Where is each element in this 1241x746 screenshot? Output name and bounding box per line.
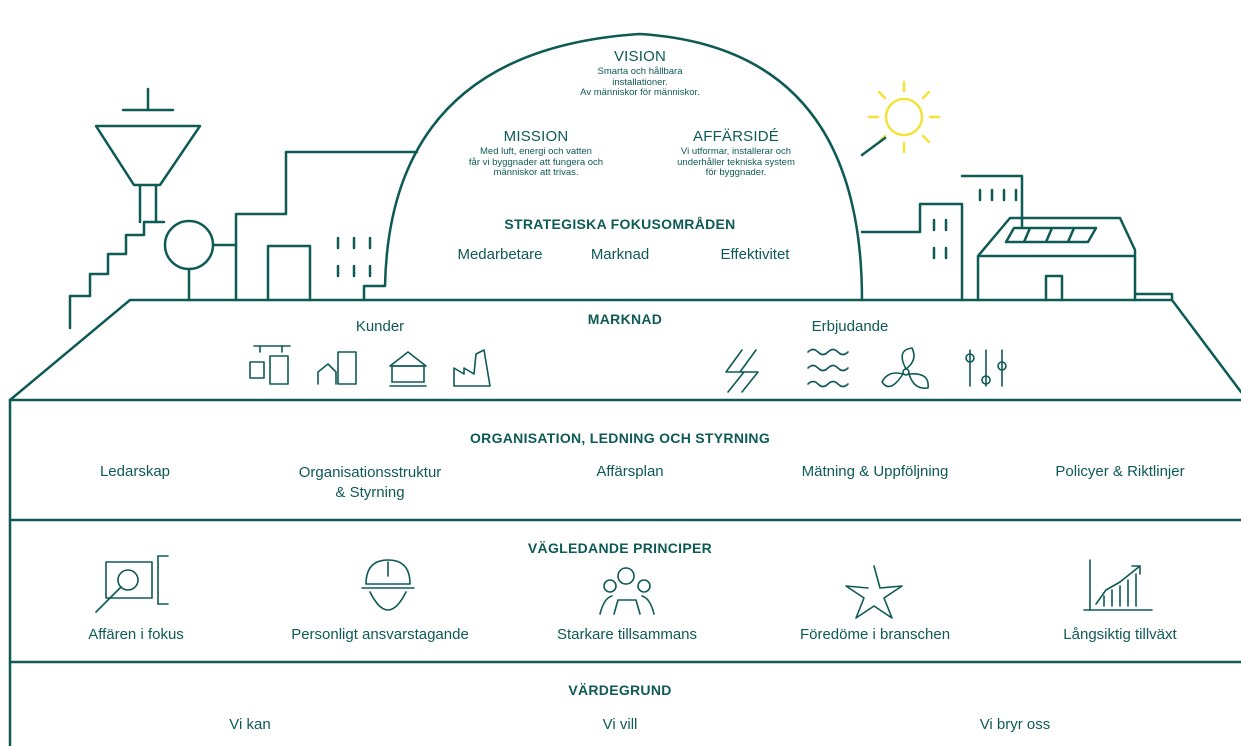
value-item: Vi vill bbox=[602, 716, 638, 733]
values-title: VÄRDEGRUND bbox=[568, 682, 672, 698]
group-people-icon bbox=[599, 567, 655, 615]
market-title: MARKNAD bbox=[587, 311, 663, 327]
vision-text: Smarta och hållbara installationer. Av m… bbox=[580, 66, 700, 98]
right-small-building bbox=[1133, 292, 1174, 302]
principle-label: Starkare tillsammans bbox=[556, 626, 698, 643]
mission-title: MISSION bbox=[503, 128, 569, 145]
electricity-icon bbox=[725, 349, 759, 393]
port-crane-icon bbox=[249, 345, 291, 385]
principle-label: Affären i fokus bbox=[88, 626, 184, 643]
sun-beam-line bbox=[860, 136, 887, 157]
public-building-icon bbox=[389, 351, 427, 387]
magnifier-icon bbox=[95, 555, 169, 613]
affarside-title: AFFÄRSIDÉ bbox=[693, 128, 779, 145]
organisation-title: ORGANISATION, LEDNING OCH STYRNING bbox=[469, 430, 771, 446]
organisation-item: Mätning & Uppföljning bbox=[801, 463, 949, 480]
principle-label: Långsiktig tillväxt bbox=[1063, 626, 1177, 643]
star-icon bbox=[845, 565, 903, 619]
mission-text: Med luft, energi och vatten får vi byggn… bbox=[468, 146, 604, 178]
principle-label: Föredöme i branschen bbox=[799, 626, 951, 643]
hardhat-person-icon bbox=[361, 559, 415, 611]
city-buildings-icon bbox=[317, 351, 357, 385]
value-item: Vi kan bbox=[229, 716, 271, 733]
fan-icon bbox=[881, 347, 929, 390]
dome-outline bbox=[362, 32, 864, 302]
right-building-a bbox=[860, 202, 964, 302]
right-building-windows bbox=[932, 188, 1018, 260]
water-waves-icon bbox=[807, 348, 849, 388]
house-door bbox=[1044, 274, 1064, 302]
organisation-item: Affärsplan bbox=[596, 463, 664, 480]
growth-chart-icon bbox=[1083, 559, 1153, 611]
principles-title: VÄGLEDANDE PRINCIPER bbox=[527, 540, 713, 556]
control-sliders-icon bbox=[965, 349, 1007, 387]
factory-windows bbox=[336, 236, 372, 278]
water-tower-icon bbox=[94, 87, 202, 224]
factory-building-outline bbox=[234, 150, 419, 302]
value-item: Vi bryr oss bbox=[979, 716, 1051, 733]
right-building-b bbox=[960, 174, 1024, 228]
organisation-item: Organisationsstruktur & Styrning bbox=[298, 464, 442, 501]
house-with-solar-roof bbox=[976, 216, 1137, 302]
roof-outline bbox=[8, 298, 1241, 402]
strategic-title: STRATEGISKA FOKUSOMRÅDEN bbox=[504, 216, 736, 232]
offering-label: Erbjudande bbox=[811, 318, 889, 335]
organisation-item: Policyer & Riktlinjer bbox=[1055, 463, 1185, 480]
pipe-circle-icon bbox=[163, 219, 215, 271]
customers-label: Kunder bbox=[355, 318, 405, 335]
affarside-text: Vi utformar, installerar och underhåller… bbox=[677, 146, 795, 178]
solar-panel bbox=[1004, 226, 1098, 244]
factory-icon bbox=[453, 349, 491, 387]
sun-icon bbox=[867, 80, 941, 154]
strategic-item: Effektivitet bbox=[720, 246, 790, 263]
organisation-item: Ledarskap bbox=[99, 463, 171, 480]
principle-label: Personligt ansvarstagande bbox=[291, 626, 469, 643]
strategic-item: Medarbetare bbox=[457, 246, 543, 263]
vision-title: VISION bbox=[613, 48, 667, 65]
strategic-item: Marknad bbox=[590, 246, 650, 263]
factory-door bbox=[266, 244, 312, 302]
staircase-outline bbox=[68, 220, 166, 330]
